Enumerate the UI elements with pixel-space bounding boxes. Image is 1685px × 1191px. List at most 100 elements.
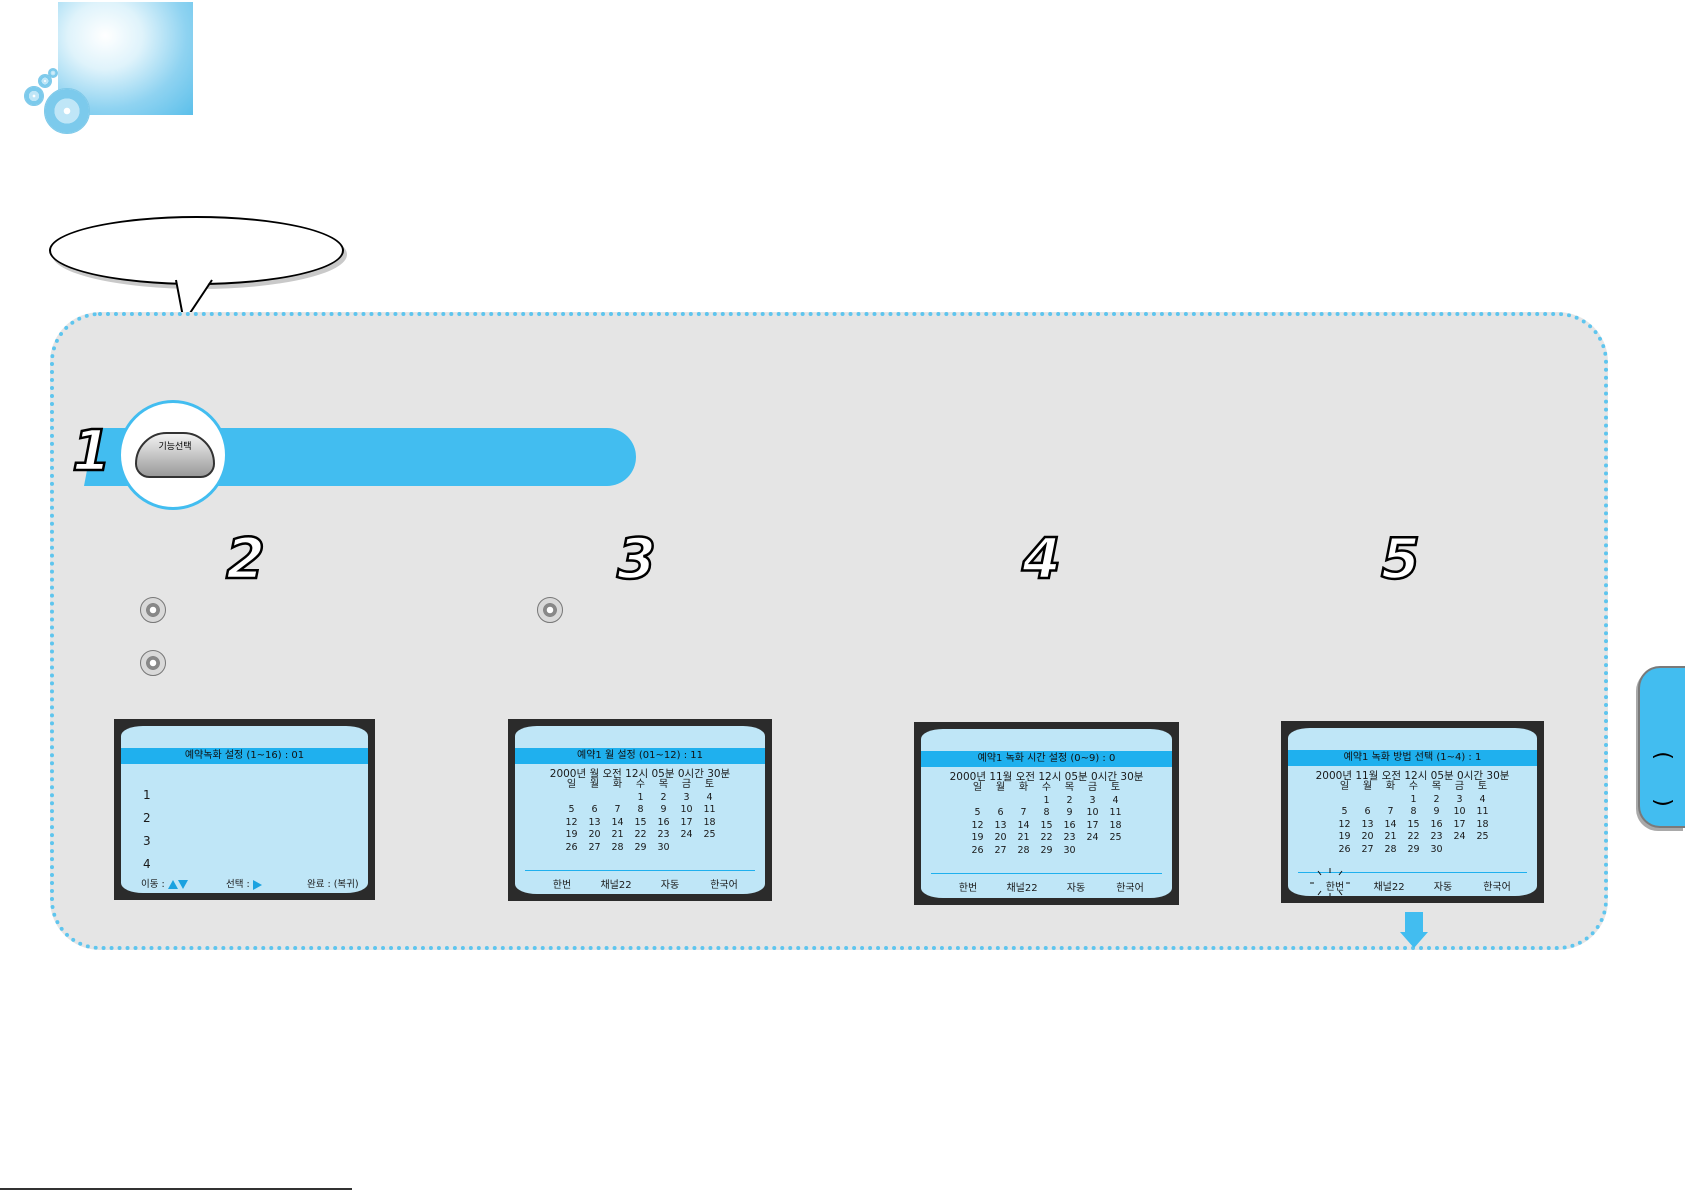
tv-screen-5: 예약1 녹화 방법 선택 (1~4) : 1 2000년 11월 오전 12시 … xyxy=(1281,721,1544,903)
calendar-day: 9 xyxy=(660,804,667,815)
calendar-day: 20 xyxy=(588,829,601,840)
menu-item: 1 xyxy=(143,788,151,802)
calendar-day: 28 xyxy=(1017,844,1030,856)
calendar-day: 25 xyxy=(1109,832,1122,843)
footer-option: 자동 xyxy=(1066,883,1086,894)
calendar-day: 18 xyxy=(703,816,716,828)
screen-title: 예약1 녹화 방법 선택 (1~4) : 1 xyxy=(1288,750,1537,766)
disc-icon xyxy=(44,88,90,134)
calendar-day: 19 xyxy=(565,829,578,840)
calendar-day: 6 xyxy=(591,804,598,815)
weekday-label: 월 xyxy=(589,779,600,790)
disc-icon xyxy=(24,86,44,106)
weekday-label: 수 xyxy=(635,779,646,790)
calendar-day: 27 xyxy=(994,844,1007,856)
calendar-day: 21 xyxy=(611,829,624,840)
calendar-day: 24 xyxy=(680,829,693,840)
calendar-day: 13 xyxy=(1361,818,1374,830)
calendar-day: 10 xyxy=(1453,806,1466,817)
calendar-day: 3 xyxy=(1456,793,1463,805)
calendar-day: 24 xyxy=(1086,832,1099,843)
calendar-day: 28 xyxy=(611,841,624,853)
calendar-day: 12 xyxy=(971,819,984,831)
calendar-day: 11 xyxy=(703,804,716,815)
calendar-day: 3 xyxy=(1089,794,1096,806)
disc-icon xyxy=(38,74,52,88)
step-number-5: 5 xyxy=(1380,527,1421,592)
calendar-day: 24 xyxy=(1453,831,1466,842)
screen-title: 예약1 월 설정 (01~12) : 11 xyxy=(515,748,765,764)
calendar-day: 2 xyxy=(1433,793,1440,805)
calendar-day: 22 xyxy=(1407,831,1420,842)
footer-option: 한번 xyxy=(1325,882,1345,893)
calendar-day: 17 xyxy=(680,816,693,828)
calendar-day: 7 xyxy=(1020,807,1027,818)
screen-date: 2000년 11월 오전 12시 05분 0시간 30분 xyxy=(1315,770,1510,782)
weekday-label: 수 xyxy=(1041,782,1052,793)
next-arrow-icon xyxy=(1405,912,1423,934)
calendar-day: 8 xyxy=(1410,806,1417,817)
side-chapter-tab: ( ) xyxy=(1638,666,1685,828)
function-select-button[interactable]: 기능선택 xyxy=(135,432,215,478)
calendar-day: 10 xyxy=(680,804,693,815)
calendar-day: 12 xyxy=(565,816,578,828)
tab-paren-open: ( xyxy=(1649,751,1675,760)
weekday-label: 월 xyxy=(1362,781,1373,792)
calendar-day: 8 xyxy=(1043,807,1050,818)
calendar-day: 19 xyxy=(971,832,984,843)
calendar-day: 14 xyxy=(611,816,624,828)
weekday-label: 월 xyxy=(995,782,1006,793)
weekday-label: 화 xyxy=(1018,782,1029,793)
weekday-label: 일 xyxy=(566,779,577,790)
calendar-day: 29 xyxy=(634,841,647,853)
screen-divider xyxy=(1298,872,1527,873)
calendar-day: 5 xyxy=(974,807,981,818)
weekday-label: 금 xyxy=(1454,781,1465,792)
calendar-day: 21 xyxy=(1384,831,1397,842)
weekday-label: 목 xyxy=(1431,781,1442,792)
calendar-day xyxy=(606,792,629,805)
weekday-label: 화 xyxy=(612,779,623,790)
calendar-day: 23 xyxy=(1063,832,1076,843)
calendar-day: 14 xyxy=(1017,819,1030,831)
weekday-label: 일 xyxy=(1339,781,1350,792)
footer-option: 한국어 xyxy=(1116,883,1144,894)
calendar-day: 9 xyxy=(1433,806,1440,817)
calendar-day: 30 xyxy=(657,841,670,853)
calendar-day: 17 xyxy=(1453,818,1466,830)
weekday-label: 수 xyxy=(1408,781,1419,792)
calendar-day xyxy=(1081,845,1104,858)
calendar-day: 28 xyxy=(1384,843,1397,855)
calendar-day: 26 xyxy=(971,844,984,856)
calendar-day: 27 xyxy=(1361,843,1374,855)
calendar-day: 4 xyxy=(1112,794,1119,806)
calendar-day: 15 xyxy=(634,816,647,828)
calendar-day: 9 xyxy=(1066,807,1073,818)
calendar-day: 14 xyxy=(1384,818,1397,830)
calendar-day xyxy=(675,842,698,855)
calendar-day: 21 xyxy=(1017,832,1030,843)
calendar-day xyxy=(1356,794,1379,807)
calendar-day: 4 xyxy=(706,791,713,803)
calendar-day: 6 xyxy=(1364,806,1371,817)
calendar-day: 16 xyxy=(1063,819,1076,831)
calendar-day: 18 xyxy=(1109,819,1122,831)
calendar-day xyxy=(1379,794,1402,807)
